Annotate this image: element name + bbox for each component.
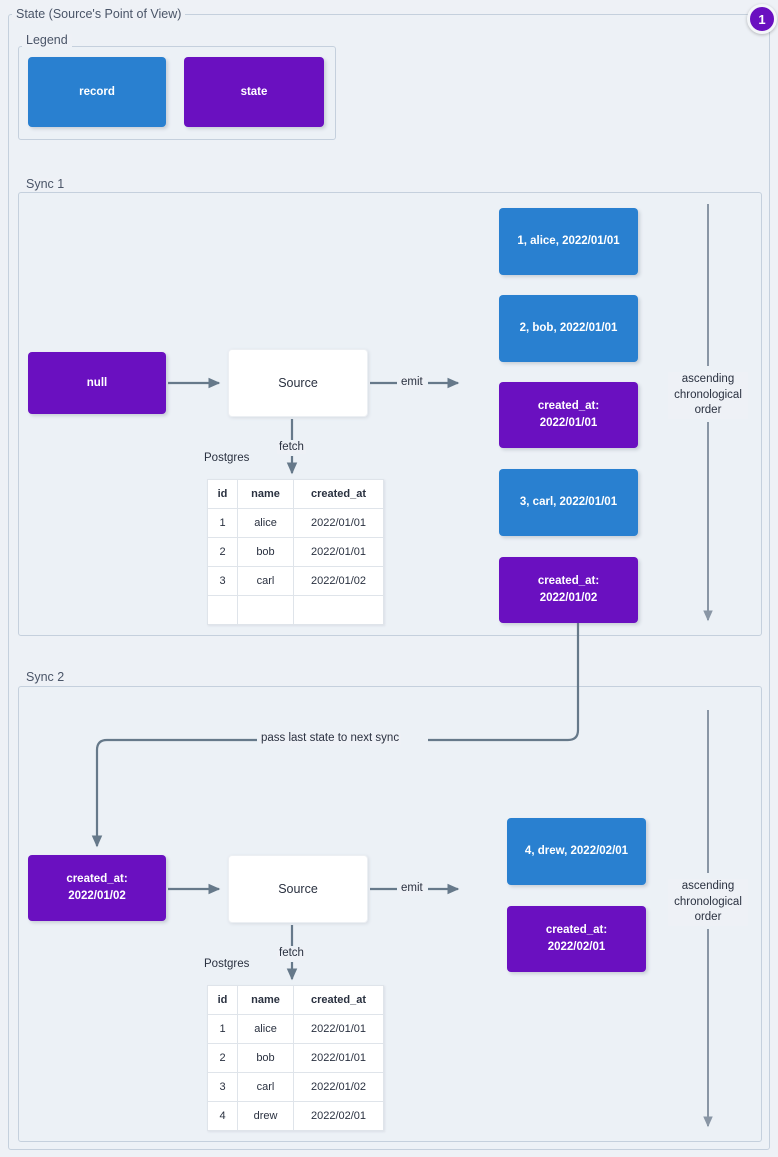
sync1-source-label: Source [278,375,318,390]
table-row: 2 bob 2022/01/01 [207,537,384,567]
sync2-emit-label: emit [399,882,425,895]
sync2-input-state-line1: created_at: [66,873,128,886]
sync2-emitted-record-1: 4, drew, 2022/02/01 [507,818,646,885]
sync1-emitted-record-2: 2, bob, 2022/01/01 [499,295,638,362]
sync2-fetch-label: fetch [277,947,306,960]
table-row: 1 alice 2022/01/01 [207,508,384,538]
cell-created-at: 2022/01/01 [293,1014,384,1044]
cell-created-at [293,595,384,625]
cell-created-at: 2022/01/01 [293,508,384,538]
sync1-order-line-1: ascending [681,373,735,385]
sync2-emitted-state-1-line2: 2022/02/01 [547,941,606,953]
sync2-emitted-state-1-line1: created_at: [545,924,608,937]
cell-id: 1 [207,508,238,538]
sync2-order-line-3: order [694,911,722,924]
sync-1-label: Sync 1 [22,178,69,191]
legend-swatch-record: record [28,57,166,127]
sync2-order-caption: ascending chronological order [668,879,748,926]
cell-name: bob [237,537,294,567]
sync2-postgres-table: id name created_at 1 alice 2022/01/01 2 … [207,985,384,1131]
sync1-emit-label: emit [399,376,425,389]
legend-label-state: state [240,85,268,98]
sync2-col-id: id [207,985,238,1015]
sync2-order-line-1: ascending [681,880,735,892]
cell-created-at: 2022/01/01 [293,1043,384,1073]
sync1-db-label: Postgres [204,452,250,464]
sync1-postgres-table: id name created_at 1 alice 2022/01/01 2 … [207,479,384,625]
cell-created-at: 2022/02/01 [293,1101,384,1131]
cell-name: carl [237,566,294,596]
sync2-emitted-record-1-label: 4, drew, 2022/02/01 [524,845,629,858]
table-row [207,595,384,625]
table-row: 1 alice 2022/01/01 [207,1014,384,1044]
table-header-row: id name created_at [207,479,384,509]
cell-id: 2 [207,1043,238,1073]
sync2-source-label: Source [278,881,318,896]
cell-id: 3 [207,566,238,596]
sync1-emitted-state-1-line1: created_at: [537,400,600,413]
cell-created-at: 2022/01/02 [293,1072,384,1102]
sync1-emitted-record-3-label: 3, carl, 2022/01/01 [519,496,618,509]
sync2-input-state: created_at: 2022/01/02 [28,855,166,921]
sync1-input-state: null [28,352,166,414]
table-row: 3 carl 2022/01/02 [207,1072,384,1102]
table-row: 2 bob 2022/01/01 [207,1043,384,1073]
legend-swatch-state: state [184,57,324,127]
cell-name: drew [237,1101,294,1131]
sync1-source: Source [228,349,368,417]
sync2-emitted-state-1: created_at: 2022/02/01 [507,906,646,972]
legend-label-record: record [79,85,115,98]
sync-2-label: Sync 2 [22,671,69,684]
cell-name: alice [237,1014,294,1044]
sync2-source: Source [228,855,368,923]
cell-created-at: 2022/01/02 [293,566,384,596]
sync1-order-line-2: chronological [674,388,742,401]
cell-created-at: 2022/01/01 [293,537,384,567]
sync1-fetch-label: fetch [277,441,306,454]
cell-id: 3 [207,1072,238,1102]
sync2-order-line-2: chronological [674,895,742,908]
table-row: 3 carl 2022/01/02 [207,566,384,596]
sync1-emitted-state-2-line1: created_at: [537,575,600,588]
sync1-emitted-state-1-line2: 2022/01/01 [539,417,598,429]
cell-id [207,595,238,625]
cell-id: 2 [207,537,238,567]
cell-name [237,595,294,625]
diagram-title: State (Source's Point of View) [12,8,186,21]
sync1-emitted-state-1: created_at: 2022/01/01 [499,382,638,448]
sync1-emitted-record-3: 3, carl, 2022/01/01 [499,469,638,536]
cell-name: alice [237,508,294,538]
sync1-order-line-3: order [694,404,722,417]
table-header-row: id name created_at [207,985,384,1015]
cell-id: 4 [207,1101,238,1131]
step-badge: 1 [747,4,777,34]
sync1-emitted-state-2: created_at: 2022/01/02 [499,557,638,623]
table-row: 4 drew 2022/02/01 [207,1101,384,1131]
sync1-col-name: name [237,479,294,509]
sync1-input-state-label: null [86,376,108,389]
cell-id: 1 [207,1014,238,1044]
sync1-emitted-record-1-label: 1, alice, 2022/01/01 [517,235,620,248]
sync2-col-name: name [237,985,294,1015]
cell-name: bob [237,1043,294,1073]
sync1-order-caption: ascending chronological order [668,372,748,419]
pass-state-label: pass last state to next sync [259,732,402,745]
sync2-col-created-at: created_at [293,985,384,1015]
group-sync-1 [18,192,762,636]
sync1-emitted-record-2-label: 2, bob, 2022/01/01 [519,322,618,335]
cell-name: carl [237,1072,294,1102]
legend-label: Legend [22,34,72,47]
sync1-col-id: id [207,479,238,509]
sync1-emitted-state-2-line2: 2022/01/02 [539,592,598,604]
sync2-db-label: Postgres [204,958,250,970]
sync1-emitted-record-1: 1, alice, 2022/01/01 [499,208,638,275]
sync2-input-state-line2: 2022/01/02 [68,890,126,902]
sync1-col-created-at: created_at [293,479,384,509]
